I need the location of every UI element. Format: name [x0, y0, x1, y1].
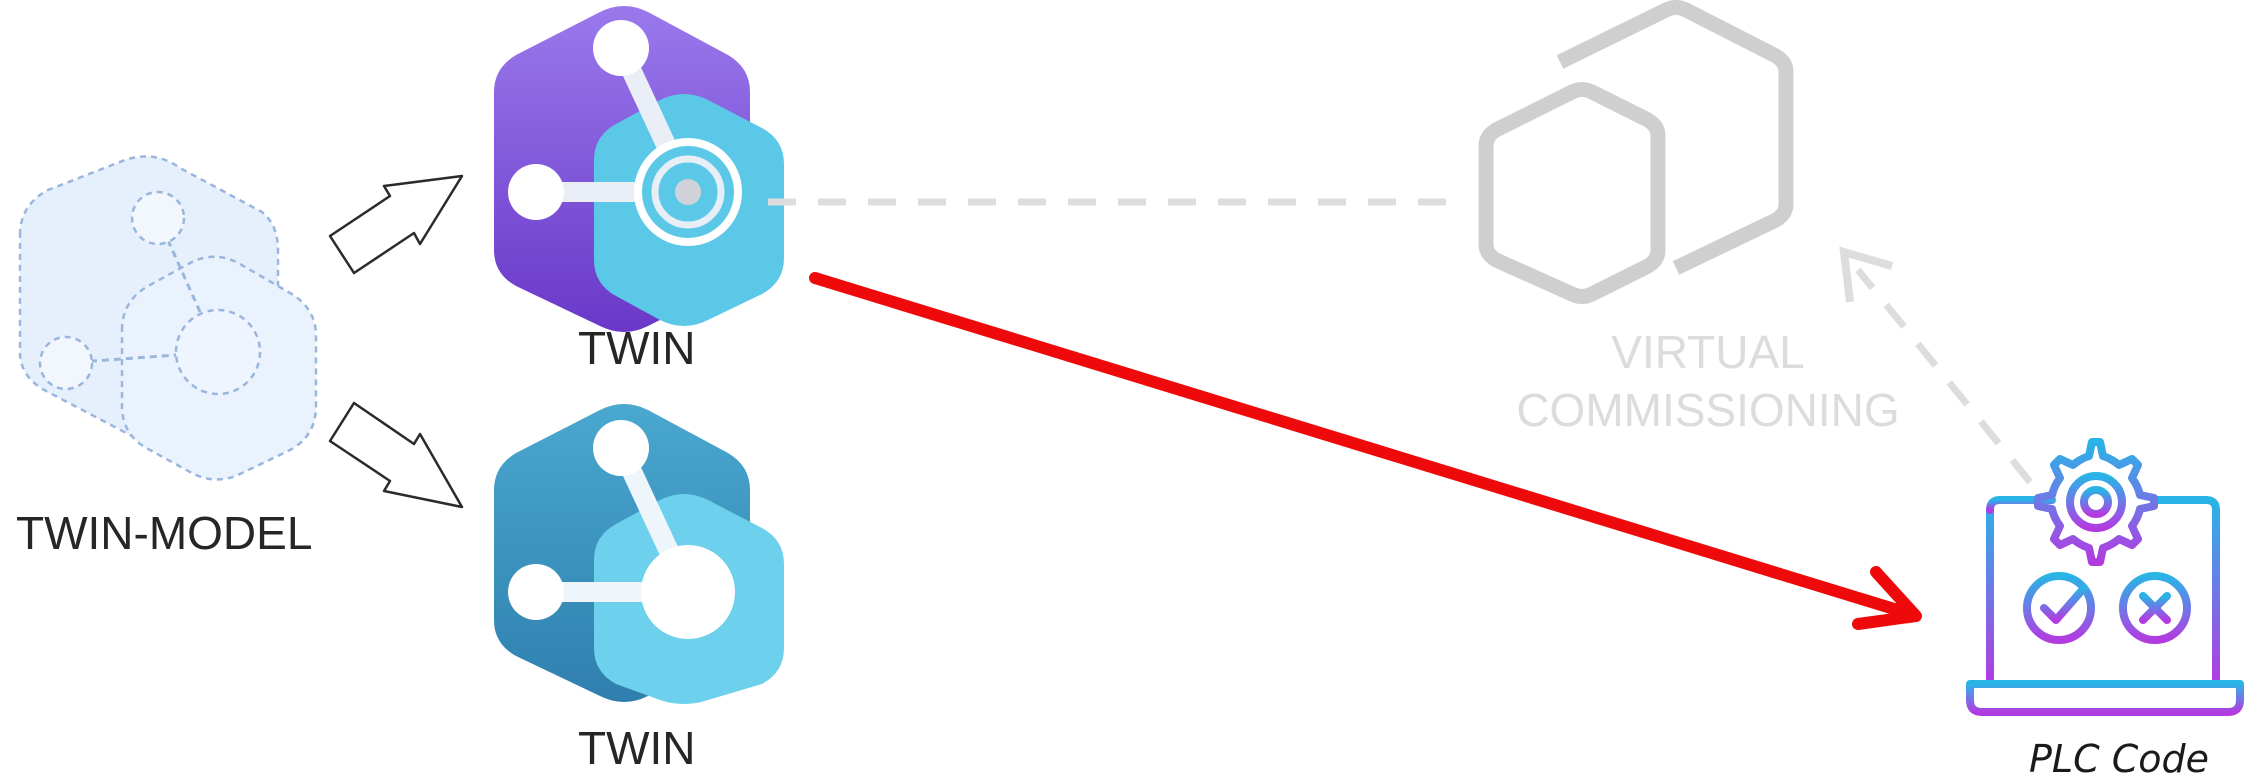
- virtual-commissioning-line1: VIRTUAL: [1611, 326, 1805, 378]
- virtual-commissioning-line2: COMMISSIONING: [1516, 384, 1900, 436]
- twin-top-icon: [494, 6, 784, 332]
- plc-code-label: PLC Code: [2029, 737, 2209, 781]
- dashed-arrowhead: [1839, 246, 1894, 303]
- gear-icon: [2034, 438, 2158, 566]
- red-arrow: [809, 272, 1922, 630]
- virtual-commissioning-icon: [1478, 0, 1794, 304]
- arrow-to-twin-bottom: [328, 401, 464, 509]
- close-icon: [2119, 572, 2191, 644]
- virtual-commissioning-label: VIRTUAL COMMISSIONING: [1508, 323, 1908, 439]
- twin-bottom-icon: [494, 404, 784, 704]
- check-icon: [2023, 572, 2095, 644]
- plc-code-icon: [1966, 438, 2244, 716]
- twin-model-icon: [18, 155, 318, 481]
- twin-bottom-label: TWIN: [578, 722, 696, 774]
- twin-top-label: TWIN: [578, 322, 696, 374]
- arrow-to-twin-top: [328, 174, 464, 275]
- twin-model-label: TWIN-MODEL: [16, 507, 313, 559]
- dashed-connector-diagonal: [1855, 267, 2033, 485]
